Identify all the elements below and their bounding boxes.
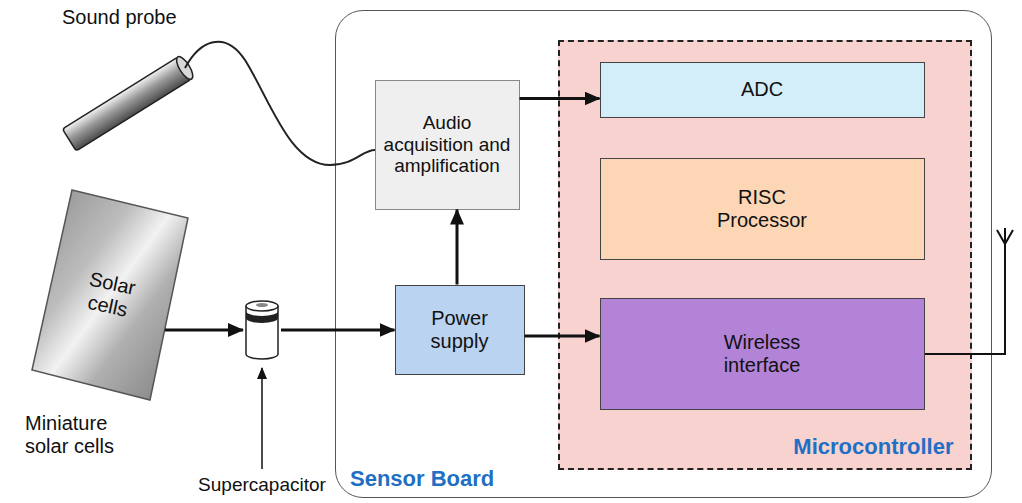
part-label: Sound probe (62, 6, 202, 29)
power-supply-box: Power supply (395, 285, 525, 375)
text-holder: Power supply (415, 307, 505, 353)
part-label: Miniature solar cells (25, 412, 143, 458)
text-holder: Supercapacitor (198, 474, 326, 496)
box-label: Power supply (415, 307, 505, 353)
flow-arrow (456, 210, 459, 285)
wireless-block: Wireless interface (600, 298, 925, 410)
box-label: Supercapacitor (198, 474, 326, 496)
flow-arrow (165, 329, 243, 332)
box-label: ADC (741, 78, 783, 101)
text-holder: RISC Processor (707, 186, 817, 232)
text-holder: Sensor Board (350, 466, 494, 491)
box-label: Wireless interface (707, 331, 817, 377)
text-holder: Solar cells (75, 272, 145, 318)
antenna-symbol (997, 228, 1013, 244)
capacitor-outline (243, 298, 281, 362)
flow-arrow (520, 97, 600, 100)
box-label: RISC Processor (707, 186, 817, 232)
region-heading: Microcontroller (793, 434, 953, 459)
region-heading: Sensor Board (350, 466, 494, 491)
panel-shape (32, 190, 188, 400)
processor-block: RISC Processor (600, 158, 925, 260)
flow-arrow (525, 335, 600, 338)
text-holder: ADC (741, 78, 783, 101)
supercapacitor-symbol: Supercapacitor (243, 298, 281, 362)
label-holder: Miniature solar cells (25, 412, 143, 458)
sound-probe (62, 54, 195, 151)
text-holder: Audio acquisition and amplification (377, 112, 517, 178)
leader-arrow (261, 368, 263, 469)
box-label: Audio acquisition and amplification (377, 112, 517, 178)
acquisition-box: Audio acquisition and amplification (375, 80, 520, 210)
flow-arrow (281, 329, 395, 332)
adc-block: ADC (600, 62, 925, 118)
label-holder: Sound probe (62, 6, 202, 29)
antenna-wire (925, 244, 1005, 354)
text-holder: Microcontroller (793, 434, 953, 459)
solar-panel: Solar cells (30, 188, 190, 402)
sensor-board: Sensor Board Audio acquisition and amplif… (335, 10, 992, 498)
probe-cable (185, 42, 375, 165)
microcontroller-region: Microcontroller ADC RISC ProcessorWireless… (558, 40, 972, 470)
text-holder: Wireless interface (707, 331, 817, 377)
